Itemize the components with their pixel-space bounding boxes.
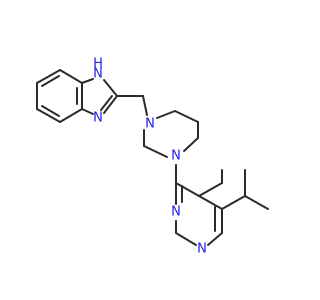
- bond-line: [207, 232, 223, 246]
- bond-line: [59, 69, 83, 84]
- bond-line: [143, 145, 168, 158]
- bond-line: [244, 195, 269, 210]
- atom-label-layer: H N N N N N N: [93, 57, 207, 257]
- bond-line: [59, 108, 83, 123]
- atom-label-nh: H: [93, 57, 103, 72]
- bond-line: [81, 78, 94, 84]
- bond-line: [198, 182, 223, 197]
- bond-line: [100, 95, 113, 111]
- bond-line: [174, 110, 199, 123]
- bond-line: [36, 69, 61, 84]
- bond-line: [103, 79, 118, 97]
- bond-line: [175, 182, 200, 197]
- atom-label-n-piperazine-1: N: [145, 117, 155, 132]
- atom-label-n-pyrimidine-1: N: [171, 205, 181, 220]
- bond-line: [156, 110, 176, 119]
- bond-line: [183, 137, 199, 152]
- bond-line: [221, 195, 246, 210]
- bond-line: [198, 195, 223, 210]
- bond-line: [142, 95, 148, 116]
- bond-line: [103, 95, 118, 114]
- bond-line: [41, 75, 60, 87]
- atom-label-n-imidazole-h: N: [93, 67, 103, 82]
- bond-line: [41, 105, 60, 117]
- atom-label-n-pyrimidine-2: N: [197, 242, 207, 257]
- bond-line: [81, 108, 94, 115]
- molecule-structure: H N N N N N N: [36, 57, 269, 257]
- bond-layer: [36, 69, 269, 246]
- bond-line: [36, 108, 61, 123]
- bond-line: [175, 232, 197, 246]
- atom-label-n-piperazine-2: N: [171, 149, 181, 164]
- atom-label-n-imidazole: N: [93, 111, 103, 126]
